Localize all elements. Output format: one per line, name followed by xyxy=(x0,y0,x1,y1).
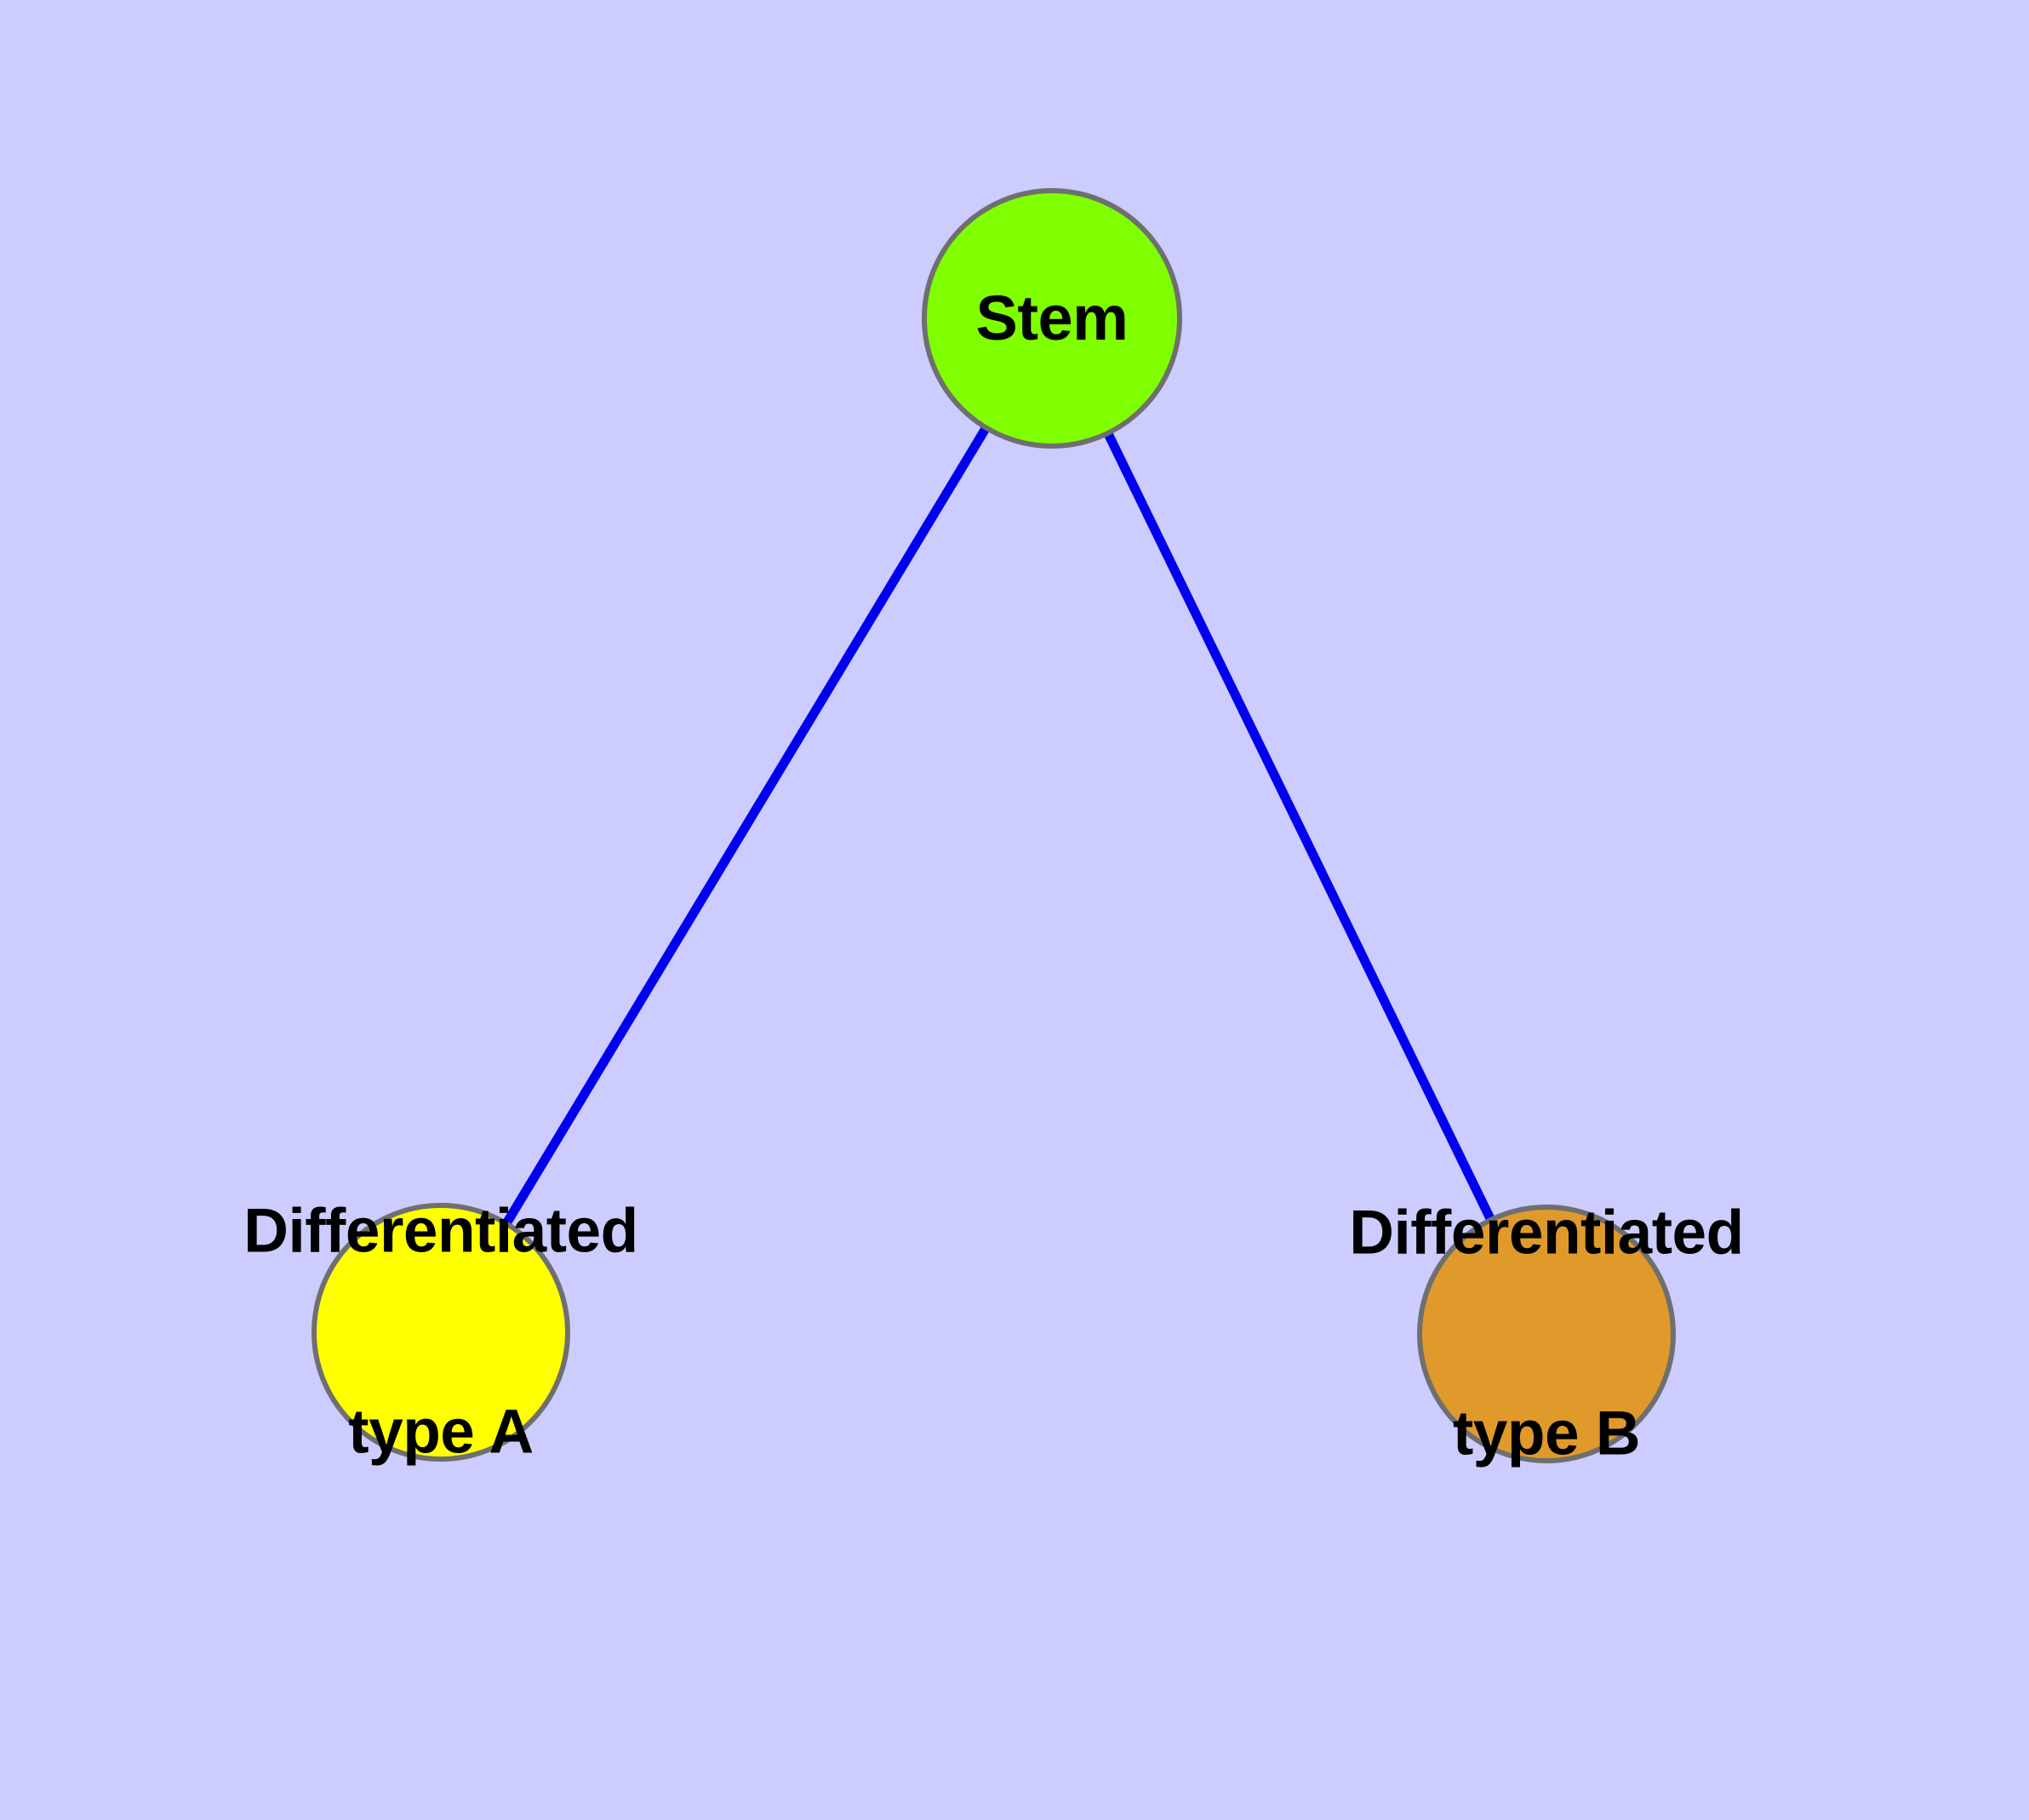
edge-stem-to-differentiated-type-a[interactable] xyxy=(437,316,1056,1335)
edge-stem-to-differentiated-type-b[interactable] xyxy=(1048,316,1551,1336)
node-stem[interactable] xyxy=(922,188,1182,449)
node-differentiated-type-b[interactable] xyxy=(1417,1205,1676,1463)
node-differentiated-type-a[interactable] xyxy=(311,1203,570,1462)
nodes-layer xyxy=(311,188,1676,1463)
edges-layer xyxy=(437,316,1551,1336)
